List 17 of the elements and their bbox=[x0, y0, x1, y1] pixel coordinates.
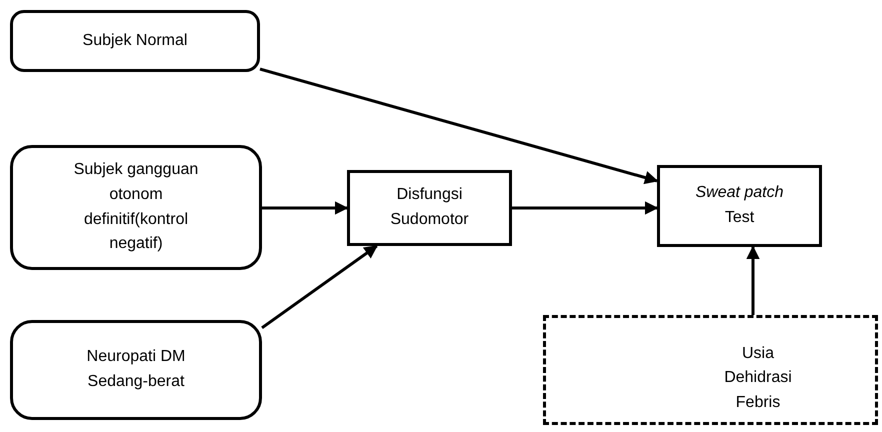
process-box bbox=[657, 165, 822, 247]
node-text: Subjek Normal bbox=[82, 30, 188, 51]
arrow bbox=[260, 68, 658, 184]
rounded-box bbox=[10, 10, 260, 72]
node-text: Neuropati DM Sedang-berat bbox=[86, 347, 186, 392]
rounded-box bbox=[10, 320, 262, 420]
node-text: Sweat patch Test bbox=[694, 183, 785, 228]
node-text: Disfungsi Sudomotor bbox=[389, 185, 470, 230]
process-box bbox=[347, 170, 512, 246]
node-text: Subjek gangguan otonom definitif(kontrol negatif) bbox=[72, 160, 200, 254]
node-text: Usia Dehidrasi Febris bbox=[723, 344, 793, 414]
arrow bbox=[262, 201, 348, 215]
arrow bbox=[746, 246, 760, 315]
arrow bbox=[512, 201, 658, 215]
dashed-box bbox=[543, 315, 878, 425]
rounded-box bbox=[10, 145, 262, 270]
arrow bbox=[261, 244, 378, 330]
